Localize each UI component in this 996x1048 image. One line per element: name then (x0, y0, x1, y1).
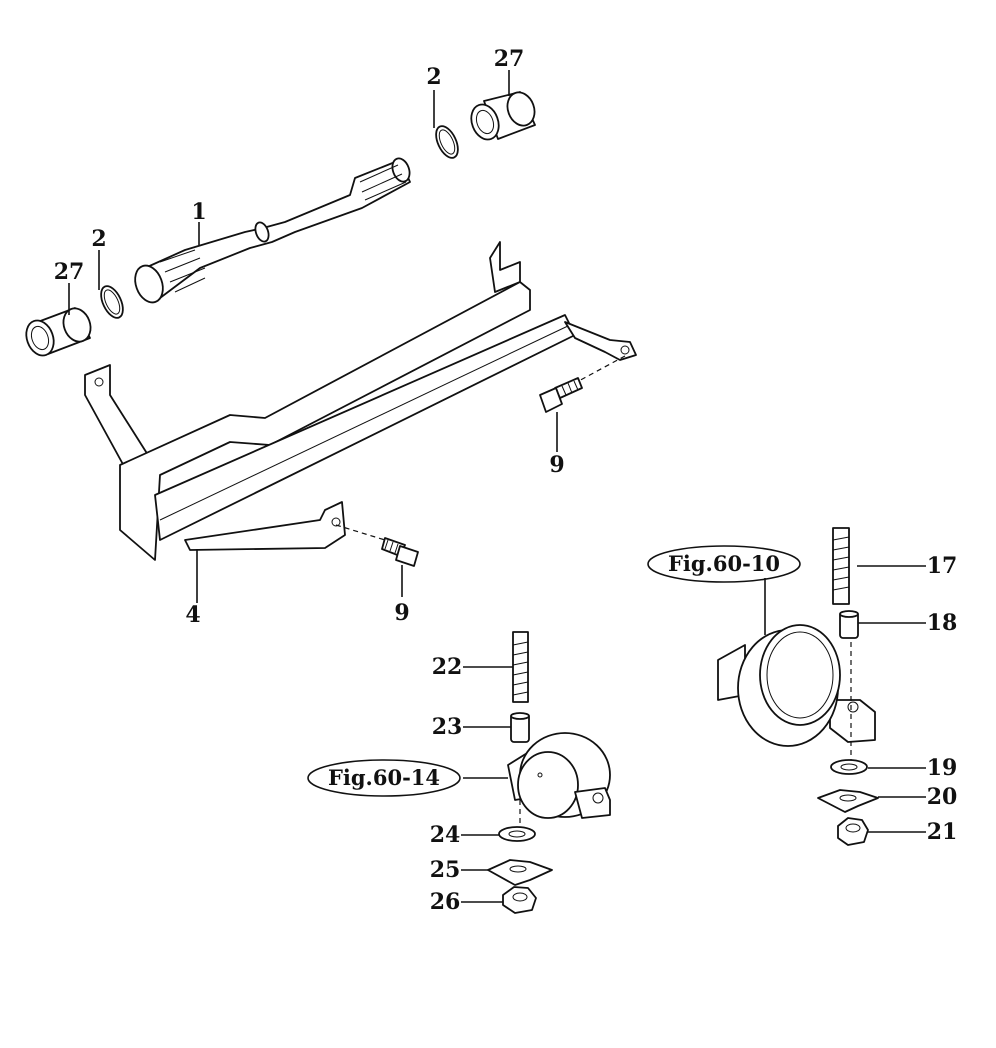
callout-2-top: 2 (426, 64, 441, 90)
splined-shaft-1 (134, 157, 411, 304)
svg-text:Fig.60-10: Fig.60-10 (668, 551, 780, 576)
callout-27-top: 27 (494, 46, 525, 72)
bearing-housing-60-14 (507, 732, 611, 819)
sleeve-27-left (25, 307, 92, 357)
bolt-9-lower (335, 524, 419, 567)
bearing-housing-60-10 (717, 624, 876, 747)
snap-ring-2-top (435, 125, 459, 159)
callout-17: 17 (927, 553, 958, 579)
stud-17 (832, 527, 850, 605)
lock-washer-20 (817, 789, 879, 813)
callout-27-left: 27 (54, 259, 85, 285)
nut-26 (502, 886, 537, 914)
callout-18: 18 (927, 610, 958, 636)
callout-25: 25 (430, 857, 461, 883)
snap-ring-2-left (100, 285, 124, 319)
collar-18 (839, 610, 859, 639)
lock-washer-25 (487, 859, 553, 886)
callout-26: 26 (430, 889, 461, 915)
callout-4: 4 (185, 602, 200, 628)
fig-ref-60-14[interactable]: Fig.60-14 (307, 759, 461, 797)
callout-9-upper: 9 (549, 452, 564, 478)
callout-22: 22 (432, 654, 463, 680)
callout-9-lower: 9 (394, 600, 409, 626)
washer-24 (498, 826, 536, 842)
callout-19: 19 (927, 755, 958, 781)
callout-1: 1 (191, 199, 206, 225)
fig-ref-60-10[interactable]: Fig.60-10 (647, 545, 801, 583)
callout-21: 21 (927, 819, 958, 845)
stud-22 (512, 631, 529, 703)
sleeve-27-top (470, 91, 536, 141)
leader-lines (68, 70, 926, 903)
support-channel-4 (84, 241, 637, 561)
washer-19 (830, 759, 868, 775)
collar-23 (510, 712, 530, 743)
callout-24: 24 (430, 822, 461, 848)
svg-text:Fig.60-14: Fig.60-14 (328, 765, 440, 790)
bolt-9-upper (539, 355, 626, 413)
callout-20: 20 (927, 784, 958, 810)
nut-21 (837, 817, 869, 846)
callout-23: 23 (432, 714, 463, 740)
callout-2-left: 2 (91, 226, 106, 252)
